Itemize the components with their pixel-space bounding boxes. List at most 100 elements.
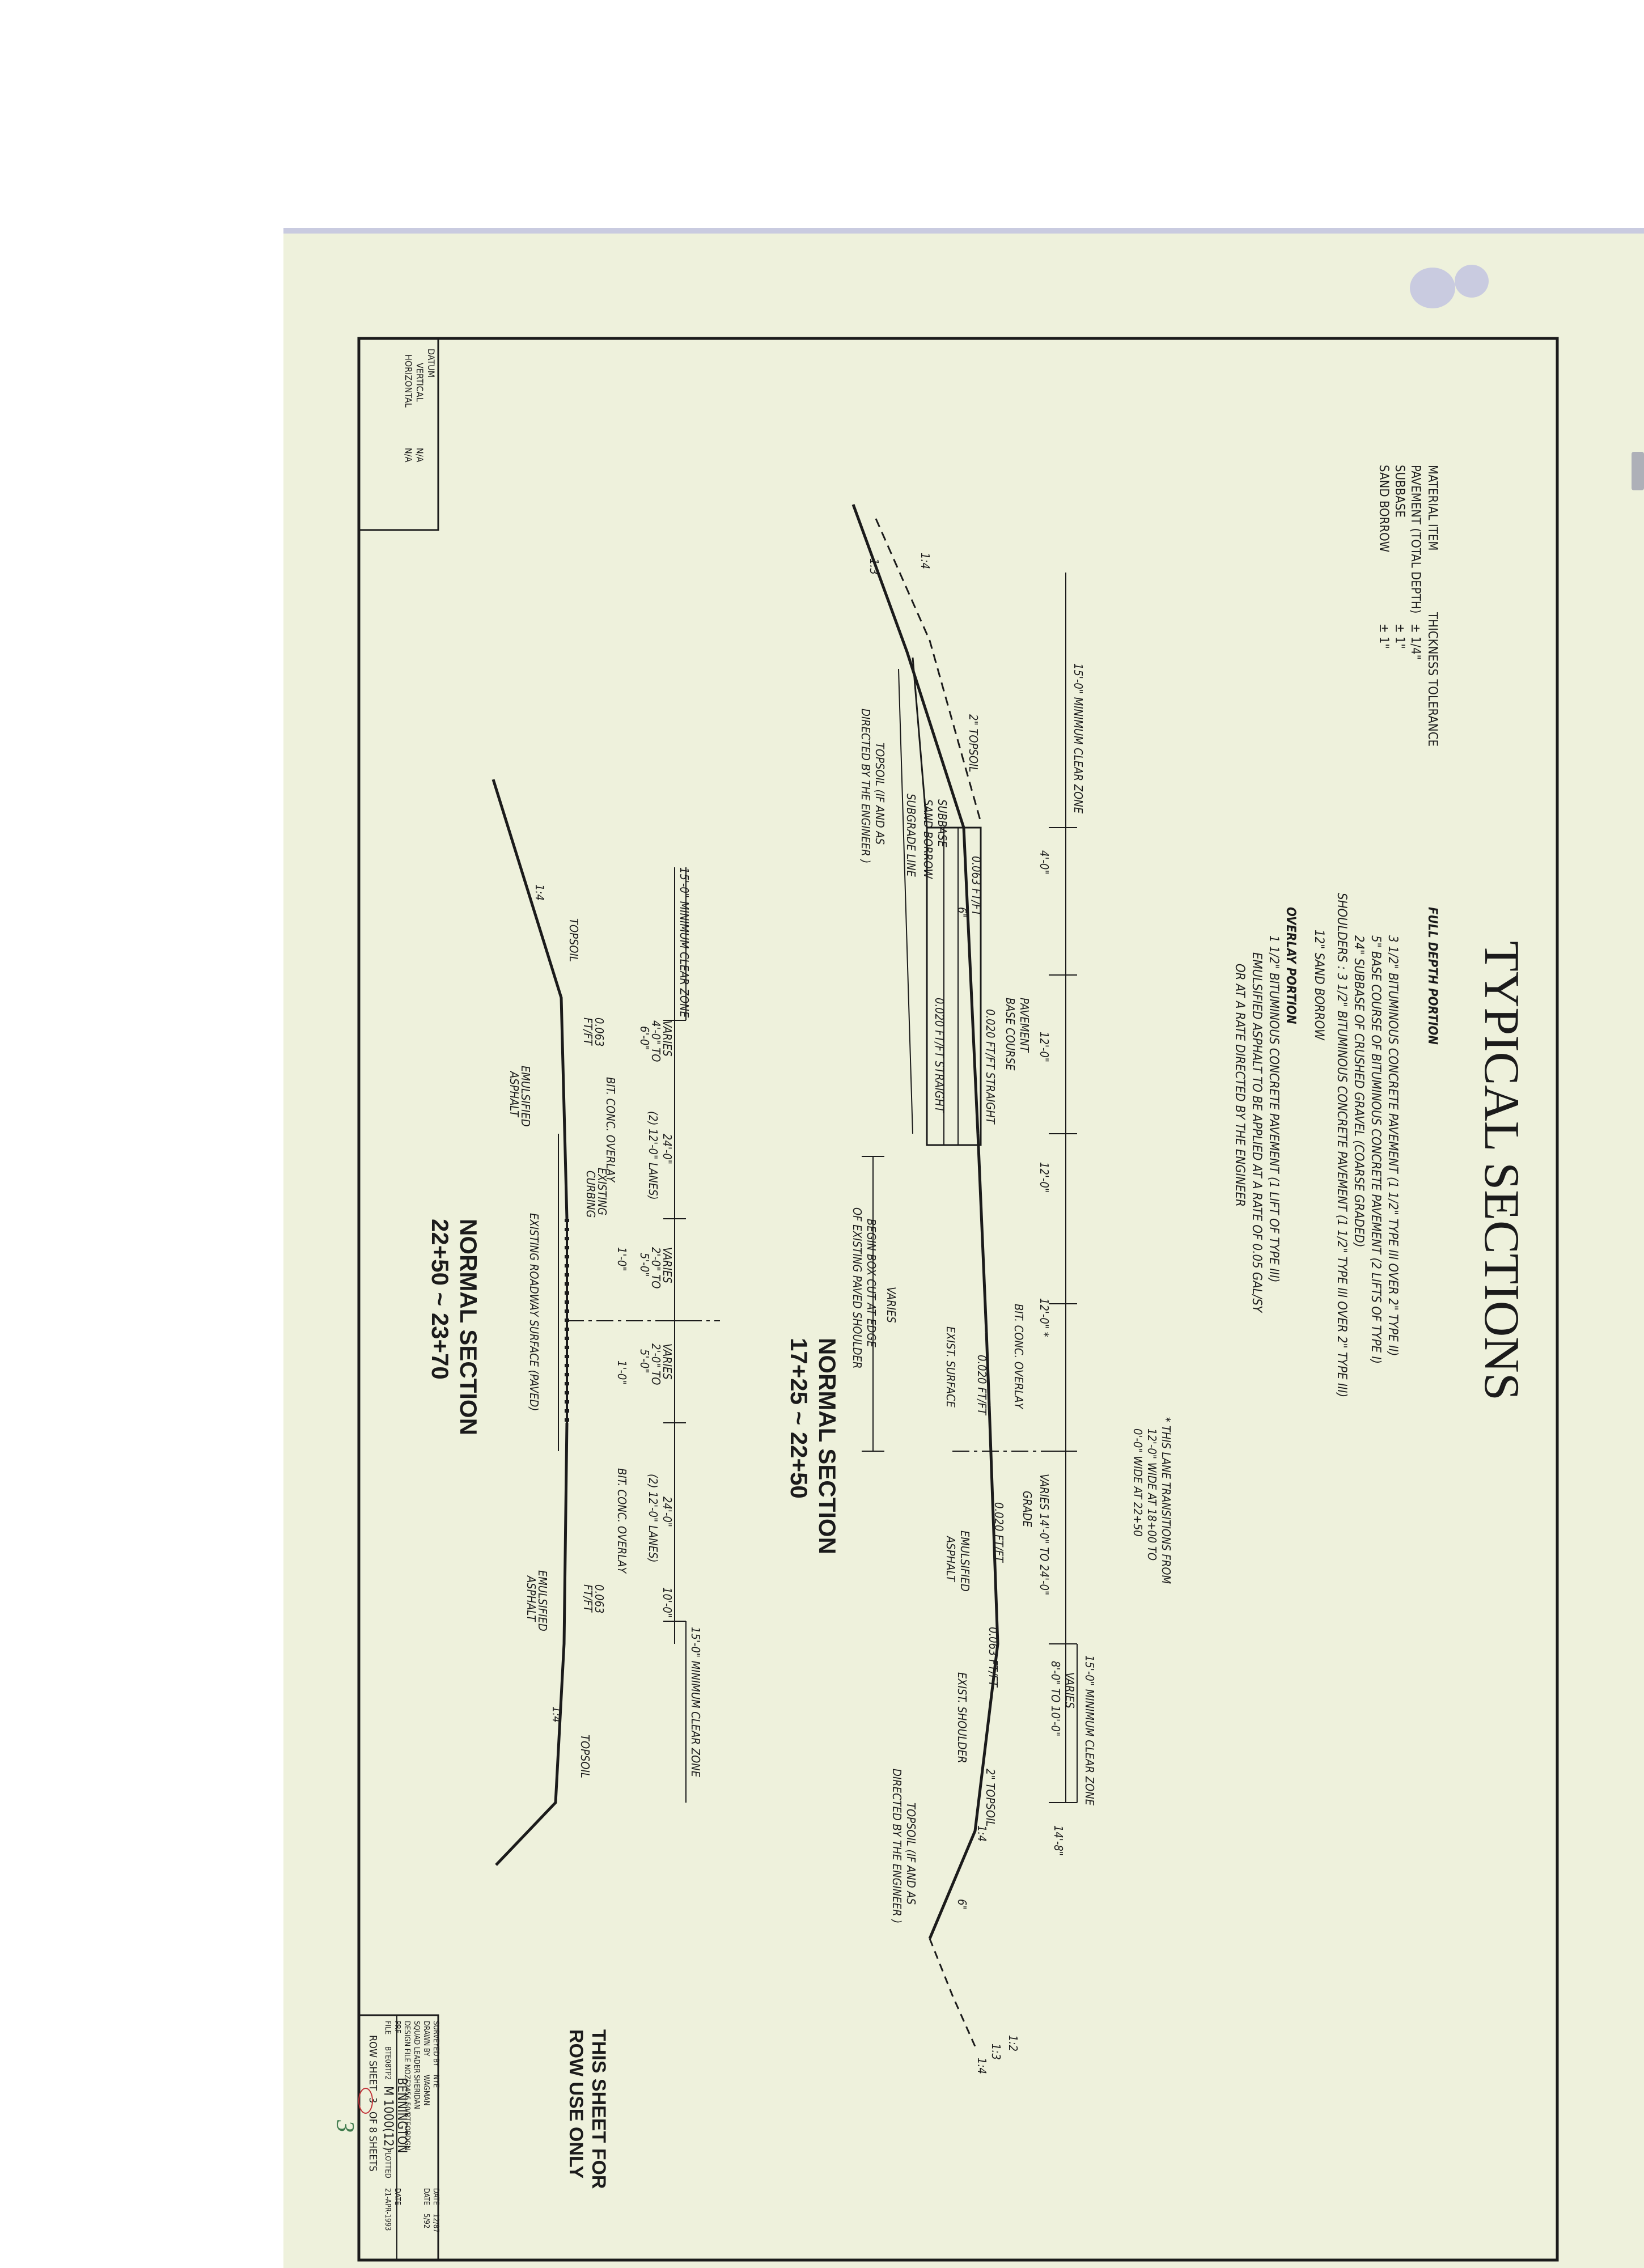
datum-horizontal-value: N/A <box>403 448 414 463</box>
red-circle-mark <box>358 2088 373 2114</box>
s1-exist-surface: EXIST. SURFACE <box>944 1326 957 1408</box>
section-1-labels: 15'-0" MINIMUM CLEAR ZONE 15'-0" MINIMUM… <box>850 553 1096 2074</box>
section-2-title-group: NORMAL SECTION 22+50 ~ 23+70 <box>427 1219 482 1435</box>
s1-overlay: BIT. CONC. OVERLAY <box>1012 1304 1026 1410</box>
s2-existing-roadway: EXISTING ROADWAY SURFACE (PAVED) <box>527 1213 541 1411</box>
title-block-frame <box>358 2014 439 2261</box>
tb-row-3-value: SHERIDAN <box>412 2075 421 2109</box>
s2-dim-24-right: 24'-0" <box>660 1497 674 1527</box>
s1-varies-box: VARIES <box>884 1287 898 1323</box>
s1-slope-063-right: 0.063 FT/FT <box>986 1627 1000 1688</box>
full-depth-line-2: 5" BASE COURSE OF BITUMINOUS CONCRETE PA… <box>1368 935 1383 1364</box>
s1-topsoil-2-left: 2" TOPSOIL <box>967 714 980 772</box>
s1-dim-4: 4'-0" <box>1037 850 1051 875</box>
lane-note-line-2: 12'-0" WIDE AT 18+00 TO <box>1145 1428 1159 1561</box>
datum-text: DATUM VERTICAL HORIZONTAL N/A N/A <box>403 349 437 463</box>
tb-row-2-value: WAGMAN <box>422 2075 430 2106</box>
s1-dim-12a: 12'-0" <box>1037 1032 1051 1062</box>
tolerance-header-item: MATERIAL ITEM <box>1425 465 1439 550</box>
datum-vertical-value: N/A <box>414 448 425 463</box>
s2-dim-1-left: 1'-0" <box>615 1247 629 1271</box>
s1-subgrade-line: SUBGRADE LINE <box>904 794 918 877</box>
s2-overlay-left: BIT. CONC. OVERLAY <box>604 1077 617 1184</box>
handwritten-sheet-number: 3 <box>332 2119 359 2133</box>
s2-dim-10-right: 10'-0" <box>660 1587 674 1618</box>
tb-row-2-label: DRAWN BY <box>422 2021 430 2057</box>
s1-slope-1-4-right-b: 1:4 <box>975 2058 989 2074</box>
s2-dim-24-left: 24'-0" <box>660 1134 674 1164</box>
s2-varies-mid-left-2: 2'-0" TO <box>649 1247 663 1288</box>
full-depth-line-5: 12" SAND BORROW <box>1312 930 1326 1041</box>
s2-topsoil-left: TOPSOIL <box>567 918 581 962</box>
tb-row-2-date: 5/92 <box>422 2214 430 2228</box>
full-depth-heading: FULL DEPTH PORTION <box>1425 907 1439 1045</box>
s2-varies-mid-right-2: 2'-0" TO <box>649 1343 663 1385</box>
s1-dim-12b: 12'-0" <box>1037 1162 1051 1193</box>
s2-slope-1-4-right: 1:4 <box>550 1706 563 1723</box>
tb-row-6-date-label: PLOTTED <box>383 2148 392 2178</box>
tb-row-6-date: 21-APR-1993 <box>383 2188 392 2231</box>
s1-dim-12c: 12'-0" * <box>1037 1298 1051 1337</box>
page-top-edge <box>283 228 1644 234</box>
s1-dim-6-right: 6" <box>955 1899 969 1910</box>
s2-slope-063-left-2: FT/FT <box>581 1018 595 1046</box>
s2-varies-left-3: 6'-0" <box>638 1026 651 1050</box>
s2-slope-1-4-left: 1:4 <box>533 884 546 901</box>
tb-row-2-date-label: DATE <box>422 2188 430 2205</box>
s2-varies-mid-right-1: VARIES <box>660 1343 674 1380</box>
s2-varies-mid-left-3: 5'-0" <box>638 1253 651 1277</box>
s2-overlay-right: BIT. CONC. OVERLAY <box>615 1468 629 1575</box>
s1-varies-shoulder-2: 8'-0" TO 10'-0" <box>1049 1661 1062 1736</box>
s2-slope-063-right-1: 0.063 <box>592 1584 606 1614</box>
construction-notes: FULL DEPTH PORTION 3 1/2" BITUMINOUS CON… <box>1232 893 1439 1397</box>
tb-location: BENNINGTON <box>395 2078 409 2153</box>
sheet-title: TYPICAL SECTIONS <box>1474 941 1529 1401</box>
s2-curbing-1: EXISTING <box>595 1168 609 1215</box>
tolerance-row-1-value: ± 1/4" <box>1408 624 1422 660</box>
s2-varies-left-2: 4'-0" TO <box>649 1020 663 1062</box>
row-notice: THIS SHEET FOR ROW USE ONLY <box>565 2029 609 2189</box>
s1-topsoil-note-left-1: TOPSOIL (IF AND AS <box>873 743 887 845</box>
tolerance-header-thickness: THICKNESS TOLERANCE <box>1425 612 1439 747</box>
tb-row-1-value: NYE <box>431 2075 440 2088</box>
tb-row-4-label: DESIGN FILE NO. <box>402 2021 411 2076</box>
punch-hole <box>1410 268 1455 308</box>
s1-slope-020-b: 0.020 FT/FT STRAIGHT <box>933 998 946 1114</box>
full-depth-line-3: 24" SUBBASE OF CRUSHED GRAVEL (COARSE GR… <box>1351 935 1366 1247</box>
s1-slope-063-left: 0.063 FT/FT <box>969 856 983 917</box>
datum-vertical-label: VERTICAL <box>414 363 425 402</box>
tolerance-table: MATERIAL ITEM THICKNESS TOLERANCE PAVEME… <box>1376 465 1439 747</box>
tb-row-3-label: SQUAD LEADER <box>412 2021 421 2073</box>
s2-clear-zone-left: 15'-0" MINIMUM CLEAR ZONE <box>677 867 691 1018</box>
s2-dim-1-right: 1'-0" <box>615 1360 629 1385</box>
section-2-title: NORMAL SECTION <box>455 1219 482 1435</box>
title-block: SURVEYED BY NYE DATE 12/87 DRAWN BY WAGM… <box>383 2021 440 2233</box>
sheet-border <box>357 337 1559 2262</box>
s1-slope-1-4-right: 1:4 <box>975 1825 989 1842</box>
section-1-geometry <box>851 504 1078 2047</box>
s1-asphalt: ASPHALT <box>944 1536 957 1583</box>
datum-title: DATUM <box>426 349 437 378</box>
s1-clear-zone-right: 15'-0" MINIMUM CLEAR ZONE <box>1083 1655 1096 1806</box>
tb-row-6-value: BTE08TP2 <box>383 2046 392 2080</box>
s2-emulsified-right-2: ASPHALT <box>524 1575 538 1622</box>
overlay-line-3: OR AT A RATE DIRECTED BY THE ENGINEER <box>1232 964 1247 1207</box>
s2-varies-left-1: VARIES <box>660 1020 674 1057</box>
s1-slope-020-a: 0.020 FT/FT STRAIGHT <box>984 1009 997 1125</box>
tb-row-5-label: PRF <box>393 2021 401 2033</box>
title-block-project: BENNINGTON M 1000(12) <box>381 2078 409 2153</box>
s1-dim-6-left: 6" <box>955 907 969 918</box>
section-2-stations: 22+50 ~ 23+70 <box>427 1219 454 1380</box>
tolerance-row-2-value: ± 1" <box>1392 624 1406 649</box>
row-sheet-suffix: OF 8 SHEETS <box>367 2112 379 2172</box>
s1-slope-020-c: 0.020 FT/FT <box>975 1355 989 1416</box>
s2-lanes-right: (2) 12'-0" LANES) <box>646 1474 660 1563</box>
s1-topsoil-2-right: 2" TOPSOIL <box>984 1769 997 1826</box>
s2-emulsified-left-2: ASPHALT <box>507 1071 521 1118</box>
tb-row-1-date: 12/87 <box>431 2214 440 2233</box>
s1-subbase: SUBBASE <box>935 799 949 847</box>
s2-curbing-2: CURBING <box>584 1171 598 1218</box>
